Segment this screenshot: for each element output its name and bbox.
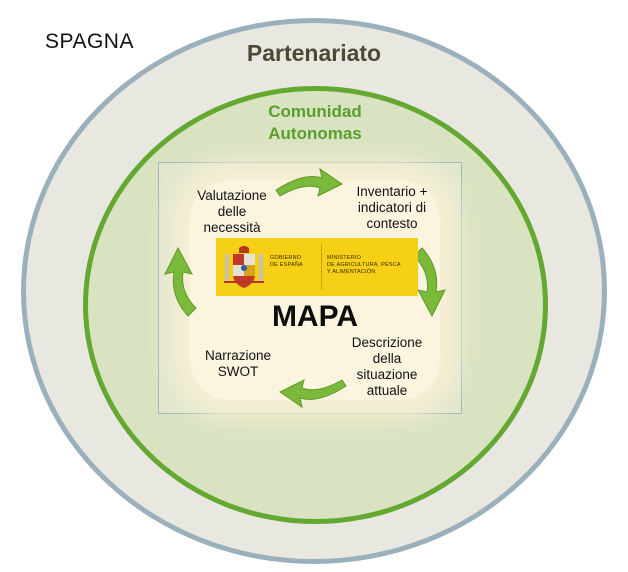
step-swot-line1: Narrazione — [204, 348, 272, 363]
arrow-right-down-icon — [413, 247, 446, 318]
step-swot-line2: SWOT — [217, 364, 259, 379]
logo-ministry-line1: MINISTERIO — [327, 255, 362, 261]
step-description-line2: della — [372, 351, 402, 366]
logo-ministry-line2: DE AGRICULTURA, PESCA — [327, 262, 401, 268]
step-situation-description: Descrizione della situazione attuale — [342, 335, 432, 399]
region-label-line1: Comunidad — [268, 102, 362, 121]
step-inventory: Inventario + indicatori di contesto — [342, 184, 442, 232]
region-label: Comunidad Autonomas — [230, 101, 400, 145]
step-inventory-line1: Inventario + — [356, 184, 428, 199]
logo-gov-line2: DE ESPAÑA — [270, 262, 303, 268]
logo-government-text: GOBIERNO DE ESPAÑA — [270, 255, 316, 269]
step-swot-narrative: Narrazione SWOT — [193, 348, 283, 380]
partnership-label: Partenariato — [246, 40, 382, 66]
coat-of-arms-icon — [224, 246, 264, 288]
region-label-line2: Autonomas — [268, 124, 362, 143]
step-description-line3: situazione — [356, 367, 418, 382]
arrow-left-up-icon — [164, 246, 197, 317]
country-label: SPAGNA — [45, 30, 134, 53]
step-needs-assessment: Valutazione delle necessità — [186, 188, 278, 236]
arrow-top-right-icon — [275, 167, 343, 197]
step-inventory-line2: indicatori di — [357, 200, 427, 215]
logo-divider — [321, 244, 322, 290]
step-description-line1: Descrizione — [351, 335, 423, 350]
step-needs-line1: Valutazione — [197, 188, 267, 203]
ministry-acronym: MAPA — [271, 300, 359, 333]
step-needs-line2: delle — [217, 204, 247, 219]
step-inventory-line3: contesto — [366, 216, 418, 231]
logo-ministry-text: MINISTERIO DE AGRICULTURA, PESCA Y ALIME… — [327, 255, 419, 276]
step-description-line4: attuale — [366, 383, 408, 398]
logo-ministry-line3: Y ALIMENTACIÓN — [327, 269, 376, 275]
logo-gov-line1: GOBIERNO — [270, 255, 302, 261]
arrow-bottom-left-icon — [279, 379, 347, 409]
step-needs-line3: necessità — [203, 220, 261, 235]
